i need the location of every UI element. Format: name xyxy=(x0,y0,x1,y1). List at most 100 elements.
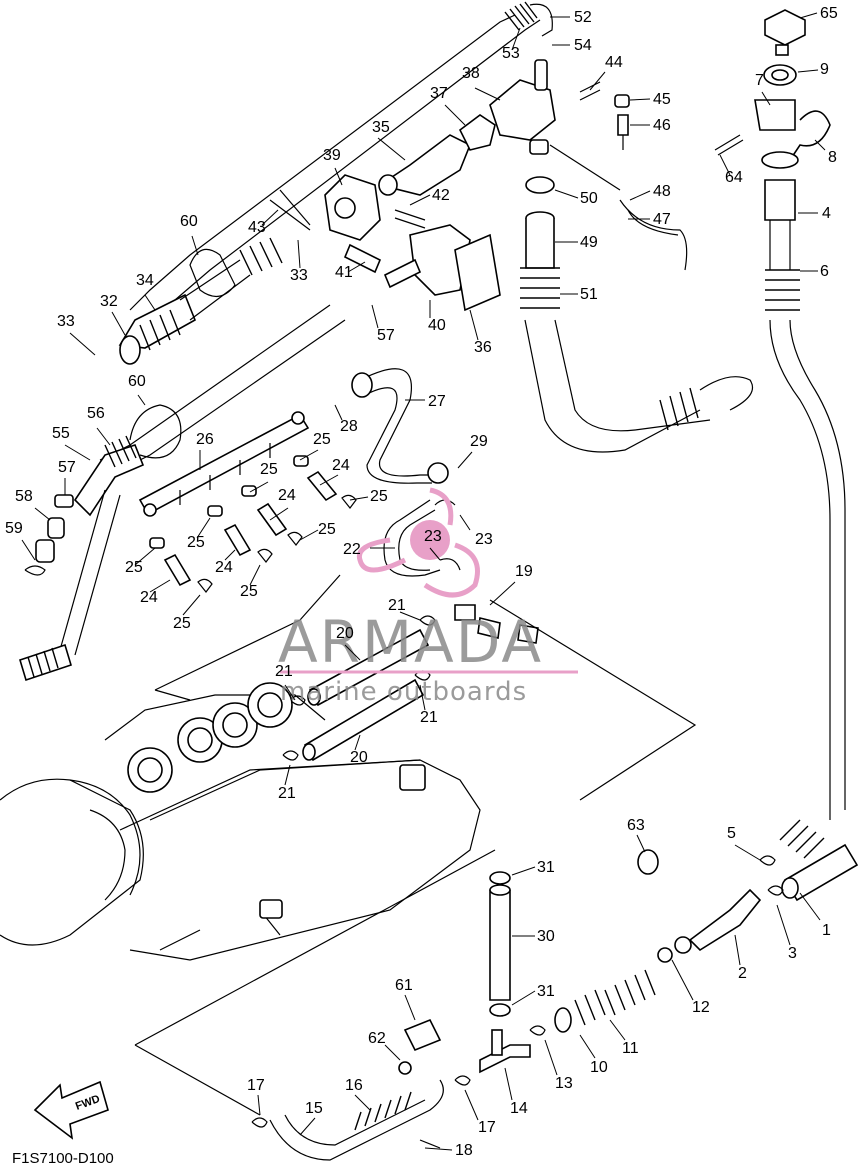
part-label: 63 xyxy=(627,817,645,834)
part-label: 14 xyxy=(510,1100,528,1117)
leader-line xyxy=(797,69,819,73)
part-label: 60 xyxy=(180,213,198,230)
leader-line xyxy=(776,904,791,946)
leader-line xyxy=(344,644,361,661)
intake-silencer xyxy=(0,682,481,961)
part-label: 21 xyxy=(420,709,438,726)
leader-line xyxy=(377,137,406,161)
leader-line xyxy=(384,1044,401,1061)
leader-line xyxy=(504,1067,513,1101)
part-label: 9 xyxy=(820,61,829,78)
part-label: 41 xyxy=(335,264,353,281)
parts-35-43 xyxy=(269,59,601,312)
part-label: 59 xyxy=(5,520,23,537)
part-label: 34 xyxy=(136,272,154,289)
part-label: 25 xyxy=(313,431,331,448)
leader-line xyxy=(144,294,156,311)
part-label: 25 xyxy=(318,521,336,538)
hose-55-56 xyxy=(19,404,182,682)
part-label: 53 xyxy=(502,45,520,62)
part-label: 20 xyxy=(336,625,354,642)
part-label: 25 xyxy=(173,615,191,632)
leader-line xyxy=(589,71,606,91)
part-label: 23 xyxy=(424,528,442,545)
part-label: 62 xyxy=(368,1030,386,1047)
leader-line xyxy=(334,404,343,421)
part-label: 55 xyxy=(52,425,70,442)
leader-line xyxy=(182,594,201,616)
part-label: 17 xyxy=(247,1077,265,1094)
leader-line xyxy=(299,449,319,461)
leader-line xyxy=(734,934,741,966)
part-label: 42 xyxy=(432,187,450,204)
leader-line xyxy=(459,514,471,531)
leader-line xyxy=(579,1034,596,1059)
part-label: 19 xyxy=(515,563,533,580)
part-label: 45 xyxy=(653,91,671,108)
leader-line xyxy=(636,834,646,853)
leader-line xyxy=(269,507,289,521)
ref-code: F1S7100-D100 xyxy=(12,1150,114,1167)
hose-52-ribs xyxy=(504,1,553,37)
part-label: 28 xyxy=(340,418,358,435)
leader-line xyxy=(249,564,261,586)
part-label: 47 xyxy=(653,211,671,228)
leader-line xyxy=(371,304,379,329)
leader-line xyxy=(96,427,111,446)
part-label: 20 xyxy=(350,749,368,766)
leader-line xyxy=(457,451,473,469)
part-label: 15 xyxy=(305,1100,323,1117)
leader-line xyxy=(69,332,96,356)
leader-line xyxy=(761,91,771,106)
hoses-20 xyxy=(302,628,430,762)
leader-line xyxy=(419,684,426,711)
leader-line xyxy=(554,189,579,199)
leader-line xyxy=(284,684,296,701)
part-label: 64 xyxy=(725,169,743,186)
parts-right-bottom xyxy=(529,819,858,1036)
part-label: 33 xyxy=(290,267,308,284)
parts-57-58-59 xyxy=(24,494,74,576)
part-label: 22 xyxy=(343,541,361,558)
leader-line xyxy=(609,1019,626,1041)
hoses-24-25 xyxy=(149,455,357,593)
leader-line xyxy=(261,209,279,226)
leader-line xyxy=(444,104,466,126)
part-label: 8 xyxy=(828,149,837,166)
part-label: 57 xyxy=(58,459,76,476)
leader-line xyxy=(64,444,91,461)
part-label: 56 xyxy=(87,405,105,422)
leader-line xyxy=(297,239,301,269)
part-label: 21 xyxy=(278,785,296,802)
parts-bottom-mid xyxy=(398,871,531,1075)
part-label: 57 xyxy=(377,327,395,344)
leader-line xyxy=(249,481,269,493)
part-label: 2 xyxy=(738,965,747,982)
hose-15-16 xyxy=(251,1075,471,1161)
leader-line xyxy=(629,190,651,201)
leader-line xyxy=(424,1147,453,1151)
part-label: 49 xyxy=(580,234,598,251)
part-label: 24 xyxy=(215,559,233,576)
leader-line xyxy=(429,547,441,561)
leader-line xyxy=(404,994,416,1021)
leader-line xyxy=(319,474,339,486)
part-label: 11 xyxy=(622,1040,639,1057)
leader-line xyxy=(196,517,211,539)
leader-line xyxy=(734,844,761,861)
leader-line xyxy=(149,579,171,593)
leader-line xyxy=(409,194,431,206)
hose-34-32 xyxy=(118,237,283,365)
part-label: 51 xyxy=(580,286,598,303)
part-label: 52 xyxy=(574,9,592,26)
leader-line xyxy=(111,311,126,336)
leader-line xyxy=(349,496,369,501)
part-label: 10 xyxy=(590,1059,608,1076)
part-label: 16 xyxy=(345,1077,363,1094)
part-label: 26 xyxy=(196,431,214,448)
part-label: 23 xyxy=(475,531,493,548)
part-label: 24 xyxy=(332,457,350,474)
part-label: 21 xyxy=(275,663,293,680)
leader-line xyxy=(489,581,516,606)
